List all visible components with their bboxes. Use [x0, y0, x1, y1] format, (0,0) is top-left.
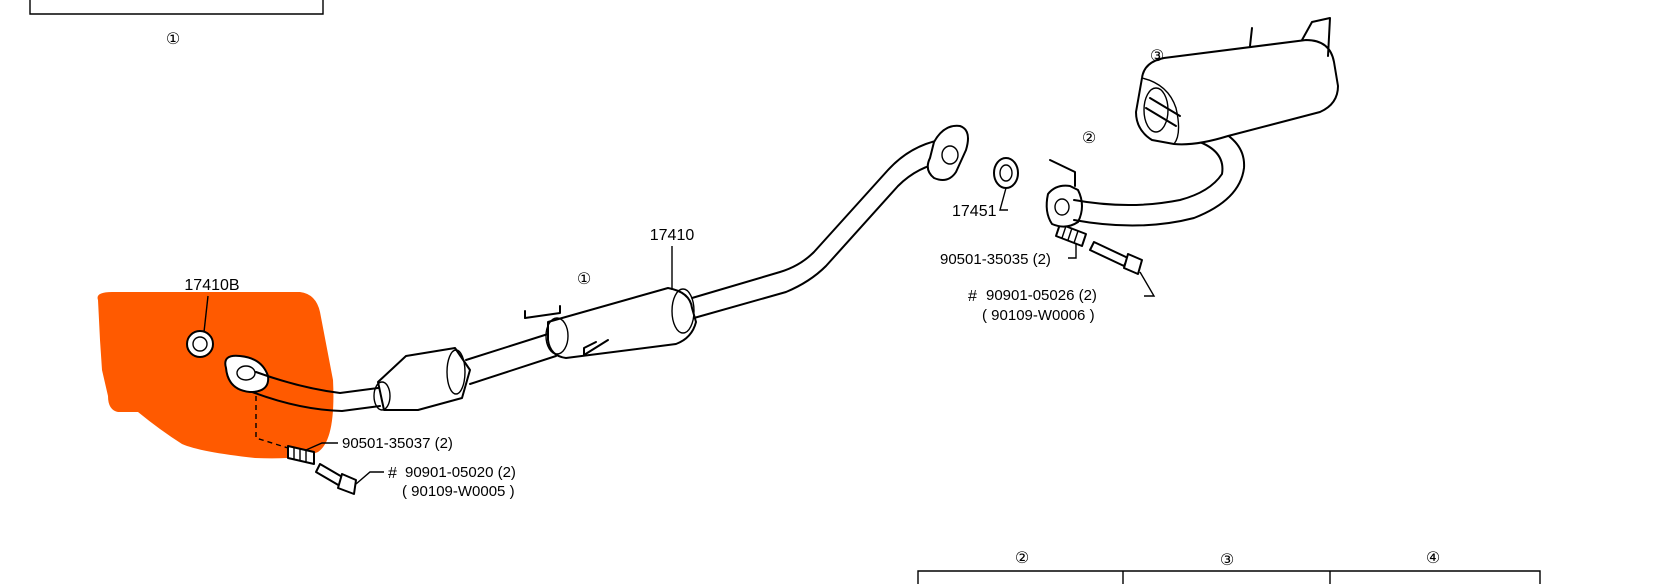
label-front-spring: 90501-35037 (2) — [342, 435, 453, 452]
callout-tail-pipe: ② — [1082, 130, 1096, 147]
label-front-bolt-alt: ( 90109-W0005 ) — [402, 483, 515, 500]
callout-front-pipe: ① — [577, 271, 591, 288]
leader-front-spring — [305, 442, 338, 451]
front-exhaust-pipe — [224, 124, 969, 412]
label-rear-bolt: 90901-05026 (2) — [986, 287, 1097, 304]
rear-spring-and-bolt — [1055, 223, 1143, 275]
label-rear-spring: 90501-35035 (2) — [940, 251, 1051, 268]
table-col-4-header: ④ — [1426, 550, 1440, 567]
label-17410: 17410 — [650, 227, 695, 244]
redaction-blob — [97, 292, 334, 459]
label-17451: 17451 — [952, 203, 997, 220]
label-rear-bolt-alt: ( 90109-W0006 ) — [982, 307, 1095, 324]
bottom-right-table-fragment — [917, 570, 1541, 584]
label-17410b: 17410B — [184, 277, 239, 294]
label-front-bolt-mark: # — [388, 465, 397, 482]
top-left-table-fragment — [29, 0, 324, 15]
tail-pipe — [1045, 115, 1246, 228]
callout-top-left: ① — [166, 31, 180, 48]
leader-17451 — [999, 187, 1008, 211]
leader-rear-spring — [1068, 244, 1077, 259]
label-rear-bolt-mark: # — [968, 288, 977, 305]
leader-front-bolt — [355, 471, 384, 485]
table-col-3-header: ③ — [1220, 552, 1234, 569]
front-gasket — [186, 330, 214, 358]
front-spring-and-bolt — [255, 396, 357, 495]
leader-rear-bolt — [1139, 271, 1156, 297]
muffler — [1135, 17, 1339, 146]
label-front-bolt: 90901-05020 (2) — [405, 464, 516, 481]
callout-muffler: ③ — [1150, 48, 1164, 65]
rear-gasket — [993, 157, 1019, 189]
table-col-2-header: ② — [1015, 550, 1029, 567]
leader-17410b — [203, 295, 209, 333]
